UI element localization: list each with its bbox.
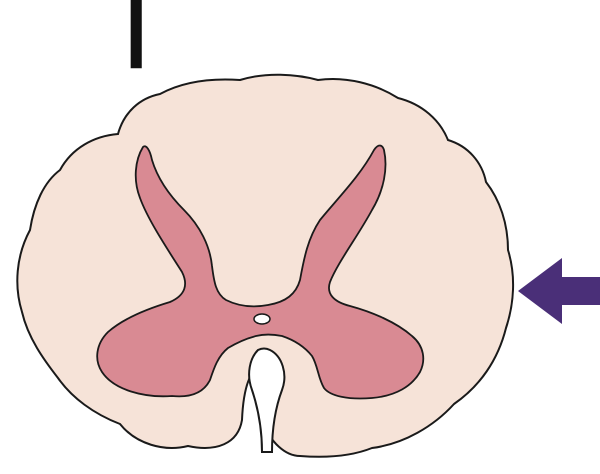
central-canal [254, 314, 270, 324]
arrow-left-icon [518, 258, 600, 324]
